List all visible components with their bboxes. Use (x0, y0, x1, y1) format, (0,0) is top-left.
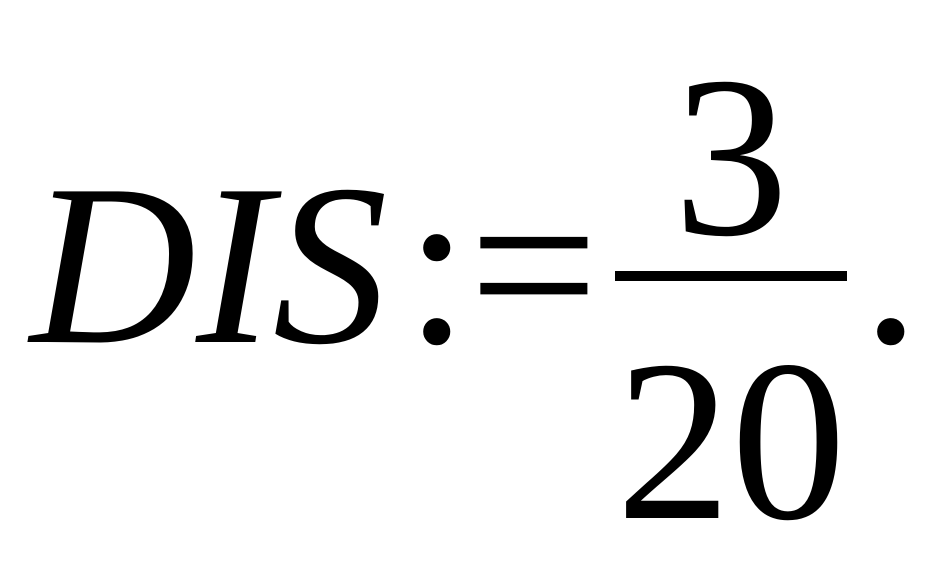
formula-terminator: . (862, 137, 920, 392)
fraction-bar (615, 271, 847, 281)
math-formula: DIS := 3 20 . (30, 29, 920, 556)
formula-variable: DIS (30, 137, 388, 392)
fraction-denominator: 20 (616, 313, 846, 568)
fraction-numerator: 3 (673, 29, 789, 284)
assignment-operator: := (405, 137, 599, 392)
